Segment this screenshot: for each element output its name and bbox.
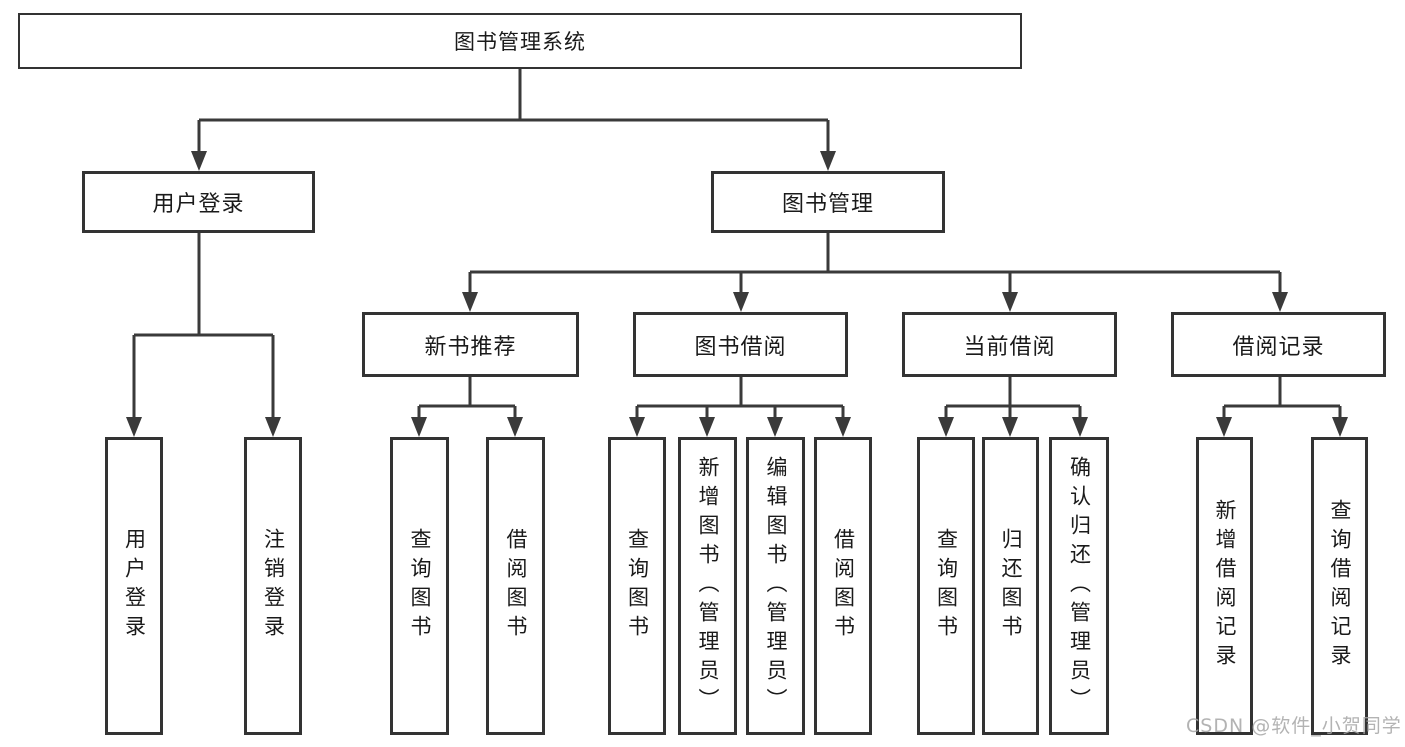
leaf-borrow-book-recommend: 借阅图书 (486, 437, 545, 735)
leaf-query-borrow-record: 查询借阅记录 (1311, 437, 1368, 735)
node-library-management-system: 图书管理系统 (18, 13, 1022, 69)
node-current-borrow: 当前借阅 (902, 312, 1117, 377)
node-borrow-record: 借阅记录 (1171, 312, 1386, 377)
connector-book-management-to-level3 (462, 233, 1288, 312)
leaf-query-book-recommend: 查询图书 (390, 437, 449, 735)
connector-borrow-record-to-leaves (1216, 377, 1348, 437)
connector-book-borrow-to-leaves (629, 377, 851, 437)
connector-current-borrow-to-leaves (938, 377, 1088, 437)
leaf-confirm-return-admin: 确认归还（管理员） (1049, 437, 1109, 735)
node-new-book-recommend: 新书推荐 (362, 312, 579, 377)
leaf-add-borrow-record: 新增借阅记录 (1196, 437, 1253, 735)
node-user-login: 用户登录 (82, 171, 315, 233)
leaf-edit-book-admin: 编辑图书（管理员） (746, 437, 805, 735)
node-book-management: 图书管理 (711, 171, 945, 233)
connector-new-book-recommend-to-leaves (411, 377, 523, 437)
connector-root-to-level2 (191, 69, 836, 171)
csdn-watermark: CSDN @软件_小贺同学 (1186, 715, 1402, 737)
leaf-query-book-borrow: 查询图书 (608, 437, 666, 735)
leaf-return-book: 归还图书 (982, 437, 1039, 735)
leaf-add-book-admin: 新增图书（管理员） (678, 437, 737, 735)
connector-user-login-to-leaves (126, 233, 281, 437)
leaf-logout: 注销登录 (244, 437, 302, 735)
node-book-borrow: 图书借阅 (633, 312, 848, 377)
leaf-borrow-book: 借阅图书 (814, 437, 872, 735)
leaf-user-login: 用户登录 (105, 437, 163, 735)
leaf-query-book-current: 查询图书 (917, 437, 975, 735)
